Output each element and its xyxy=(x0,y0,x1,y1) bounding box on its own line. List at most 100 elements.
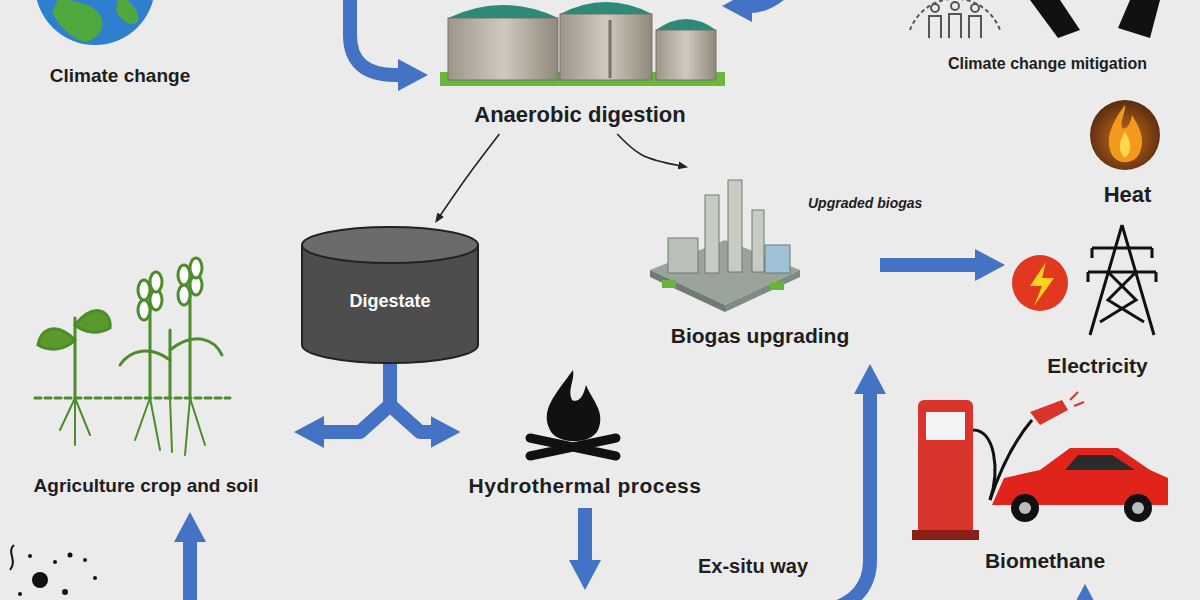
flow-arrow xyxy=(750,0,790,6)
output-node: Biomethane xyxy=(905,395,1185,575)
heat-icon xyxy=(1120,132,1131,158)
mitigation-icon xyxy=(910,0,1160,38)
process-node: Anaerobic digestion xyxy=(425,0,735,130)
upgrading-plant xyxy=(752,210,764,272)
flow-arrow xyxy=(880,258,977,272)
upgrading-plant xyxy=(662,280,676,288)
flow-arrow xyxy=(183,540,197,600)
cylinder-top xyxy=(302,227,478,263)
crop-icon xyxy=(60,398,205,455)
flow-arrow xyxy=(350,0,400,75)
particle-dots xyxy=(53,560,57,564)
electricity-icon xyxy=(1088,248,1156,282)
electricity-icon xyxy=(1012,255,1068,311)
crop-icon xyxy=(120,339,222,365)
electricity-icon xyxy=(1088,248,1156,272)
process-node: Hydrothermal process xyxy=(463,365,708,500)
crop-icon xyxy=(138,280,150,300)
electricity-icon xyxy=(1030,262,1054,306)
node-label: Heat xyxy=(1104,182,1152,208)
crop-icon xyxy=(35,397,230,400)
icon-node: Climate change mitigation xyxy=(900,0,1195,75)
fuel-station-icon xyxy=(973,430,995,500)
output-node: Heat xyxy=(1075,95,1180,210)
node-label: Anaerobic digestion xyxy=(474,102,685,128)
globe-icon xyxy=(35,0,155,45)
crop-icon xyxy=(178,265,190,285)
node-label: Climate change mitigation xyxy=(948,54,1147,73)
crop-icon xyxy=(135,398,205,455)
flow-arrow xyxy=(322,359,390,432)
fuel-station-icon xyxy=(912,392,1168,540)
flow-arrow xyxy=(190,0,1085,600)
globe-icon xyxy=(52,0,102,42)
electricity-icon xyxy=(1090,225,1154,335)
flow-arrow xyxy=(578,508,592,562)
upgrading-plant xyxy=(650,180,800,312)
particle-dots xyxy=(83,558,87,562)
particle-dots xyxy=(10,545,97,596)
globe-icon xyxy=(35,0,155,45)
digester-tanks xyxy=(440,2,725,86)
particle-dots xyxy=(28,554,32,558)
upgrading-plant xyxy=(765,245,790,273)
particle-dots xyxy=(62,589,68,595)
crop-icon xyxy=(60,398,90,445)
electricity-icon xyxy=(1088,225,1156,335)
particle-dots xyxy=(93,576,97,580)
flow-line xyxy=(617,134,679,166)
globe-icon xyxy=(116,0,138,24)
fuel-station-icon xyxy=(912,530,979,540)
output-node: Electricity xyxy=(1005,220,1190,380)
heat-icon xyxy=(1090,100,1160,170)
upgrading-plant xyxy=(650,270,725,312)
icon-node: Climate change xyxy=(10,0,230,90)
particle-dots xyxy=(18,592,22,596)
digester-tanks xyxy=(609,20,612,78)
digester-tanks xyxy=(448,18,558,80)
node-label: Digestate xyxy=(349,277,430,313)
crop-icon xyxy=(138,258,202,320)
edge-label: Upgraded biogas xyxy=(805,195,925,212)
electricity-icon xyxy=(1100,272,1144,322)
node-label: Electricity xyxy=(1047,353,1147,378)
fuel-station-icon xyxy=(1030,400,1068,425)
crop-icon xyxy=(150,272,162,292)
node-label: Climate change xyxy=(50,65,190,88)
fuel-station-icon xyxy=(918,400,973,535)
crop-icon xyxy=(38,329,75,349)
fuel-station-icon xyxy=(1124,494,1152,522)
fire-icon xyxy=(530,370,616,456)
fuel-station-icon xyxy=(1132,502,1144,514)
mitigation-icon xyxy=(949,14,961,38)
node-label: Biomethane xyxy=(985,548,1105,573)
heat-icon xyxy=(1109,105,1142,162)
crop-icon xyxy=(35,258,230,455)
free-label: Ex-situ way xyxy=(695,554,811,578)
node-label: Agriculture crop and soil xyxy=(34,475,259,498)
digester-tanks xyxy=(560,14,652,80)
digester-tanks xyxy=(656,19,716,30)
particle-dots xyxy=(68,553,73,558)
digester-tanks xyxy=(448,5,558,18)
upgrading-plant xyxy=(705,195,719,273)
mitigation-icon xyxy=(929,16,941,38)
fuel-station-icon xyxy=(1019,502,1031,514)
digester-tanks xyxy=(656,30,716,80)
fuel-station-icon xyxy=(1065,455,1135,470)
upgrading-plant xyxy=(725,270,800,312)
mitigation-icon xyxy=(1118,0,1160,38)
crop-icon xyxy=(138,300,150,320)
mitigation-icon xyxy=(951,2,959,10)
node-label: Hydrothermal process xyxy=(469,473,702,498)
fuel-station-icon xyxy=(1070,392,1084,406)
crop-icon xyxy=(178,285,190,305)
fire-icon xyxy=(530,438,616,456)
storage-cylinder: Digestate xyxy=(300,225,480,365)
electricity-icon xyxy=(1012,225,1156,335)
node-label: Biogas upgrading xyxy=(671,323,850,348)
mitigation-icon xyxy=(971,4,979,12)
